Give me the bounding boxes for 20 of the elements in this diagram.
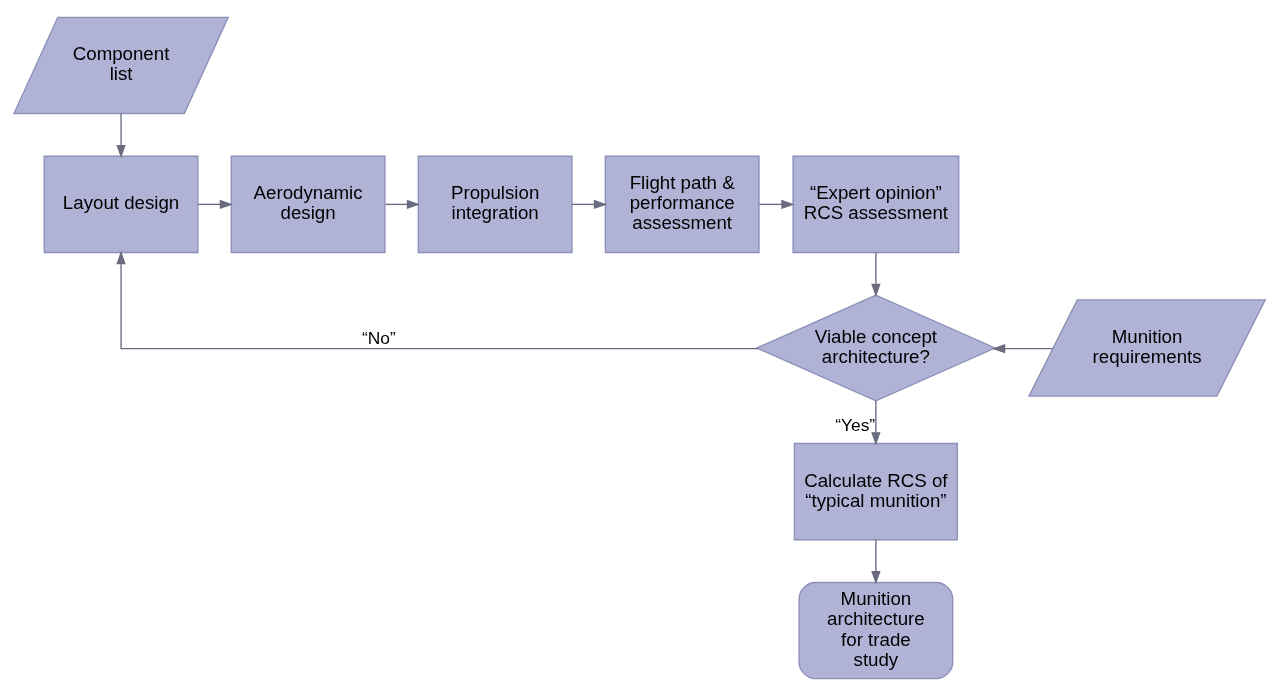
node-box: Layout design xyxy=(43,155,199,253)
arrow xyxy=(571,199,608,209)
arrow xyxy=(197,199,234,209)
node-box: Calculate RCS of “typical munition” xyxy=(793,442,959,540)
arrow xyxy=(871,251,881,297)
arrow xyxy=(871,399,881,446)
arrow xyxy=(991,343,1054,353)
arrow xyxy=(758,199,795,209)
node-box: Propulsion integration xyxy=(417,155,573,253)
edge-label: “Yes” xyxy=(835,414,876,435)
edge-label: “No” xyxy=(362,327,396,348)
node-box: Flight path & performance assessment xyxy=(604,155,760,253)
node-diamond: Viable concept architecture? xyxy=(755,294,997,401)
arrow xyxy=(871,538,881,584)
arrow xyxy=(384,199,421,209)
node-box: Munition architecture for trade study xyxy=(798,581,954,679)
node-box: Aerodynamic design xyxy=(230,155,386,253)
node-box: “Expert opinion” RCS assessment xyxy=(792,155,960,253)
arrow xyxy=(116,112,126,158)
arrow xyxy=(116,250,759,349)
